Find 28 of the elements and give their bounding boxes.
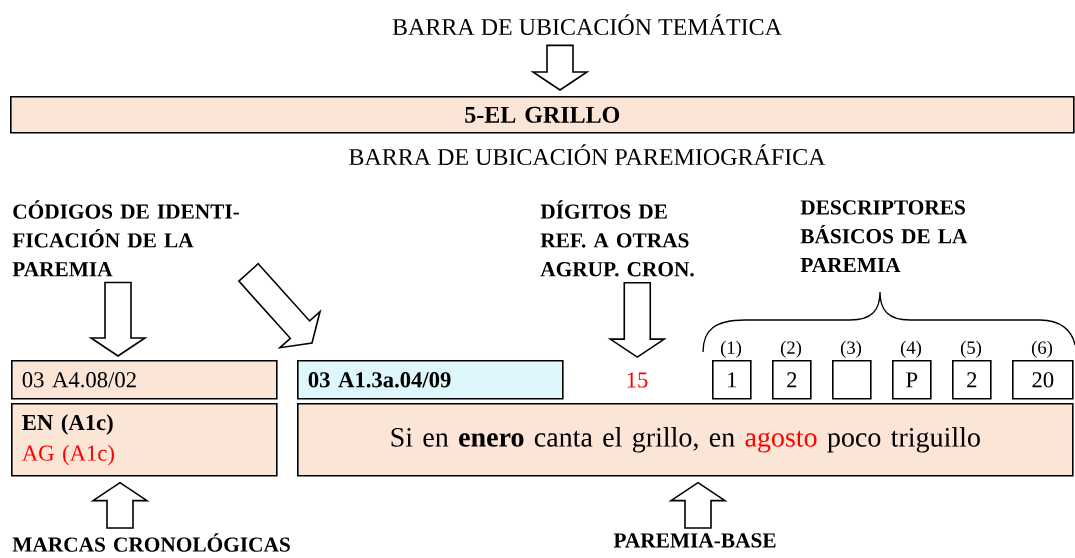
heading-text: CÓDIGOS DE IDENTI-FICACIÓN DE LA PAREMIA [12,200,240,277]
date-box: EN (A1c) AG (A1c) [11,403,278,477]
descriptor-number: (1) [720,340,742,358]
block-arrow [668,481,728,529]
descriptor-number: (6) [1031,340,1053,358]
descriptor-box: 1 [712,360,752,400]
descriptor-number: (3) [840,340,862,358]
descriptor-box: 2 [952,360,992,400]
block-arrow [88,281,148,357]
caption-text: BARRA DE UBICACIÓN TEMÁTICA [392,14,782,36]
descriptor-box: 20 [1012,360,1074,400]
title-bar: 5-EL GRILLO [10,96,1075,134]
heading-text: DESCRIPTORES BÁSICOS DE LA PAREMIA [800,200,968,272]
code-box: 03 A1.3a.04/09 [297,360,564,400]
heading-text: MARCAS CRONOLÓGICAS [12,533,290,552]
block-arrow [530,44,590,91]
code-box: 03 A4.08/02 [11,360,278,400]
descriptor-box: P [892,360,932,400]
descriptor-number: (4) [900,340,922,358]
caption-text: 15 [627,372,648,388]
block-arrow [607,281,667,359]
proverb-box: Si en enero canta el grillo, en agosto poco triguillo [297,403,1074,477]
descriptor-number: (5) [960,340,982,358]
block-arrow [90,481,150,529]
descriptor-box: 2 [772,360,812,400]
heading-text: DÍGITOS DE REF. A OTRAS AGRUP. CRON. [540,200,694,277]
caption-text: PAREMIA-BASE [613,533,776,548]
descriptor-number: (2) [780,340,802,358]
